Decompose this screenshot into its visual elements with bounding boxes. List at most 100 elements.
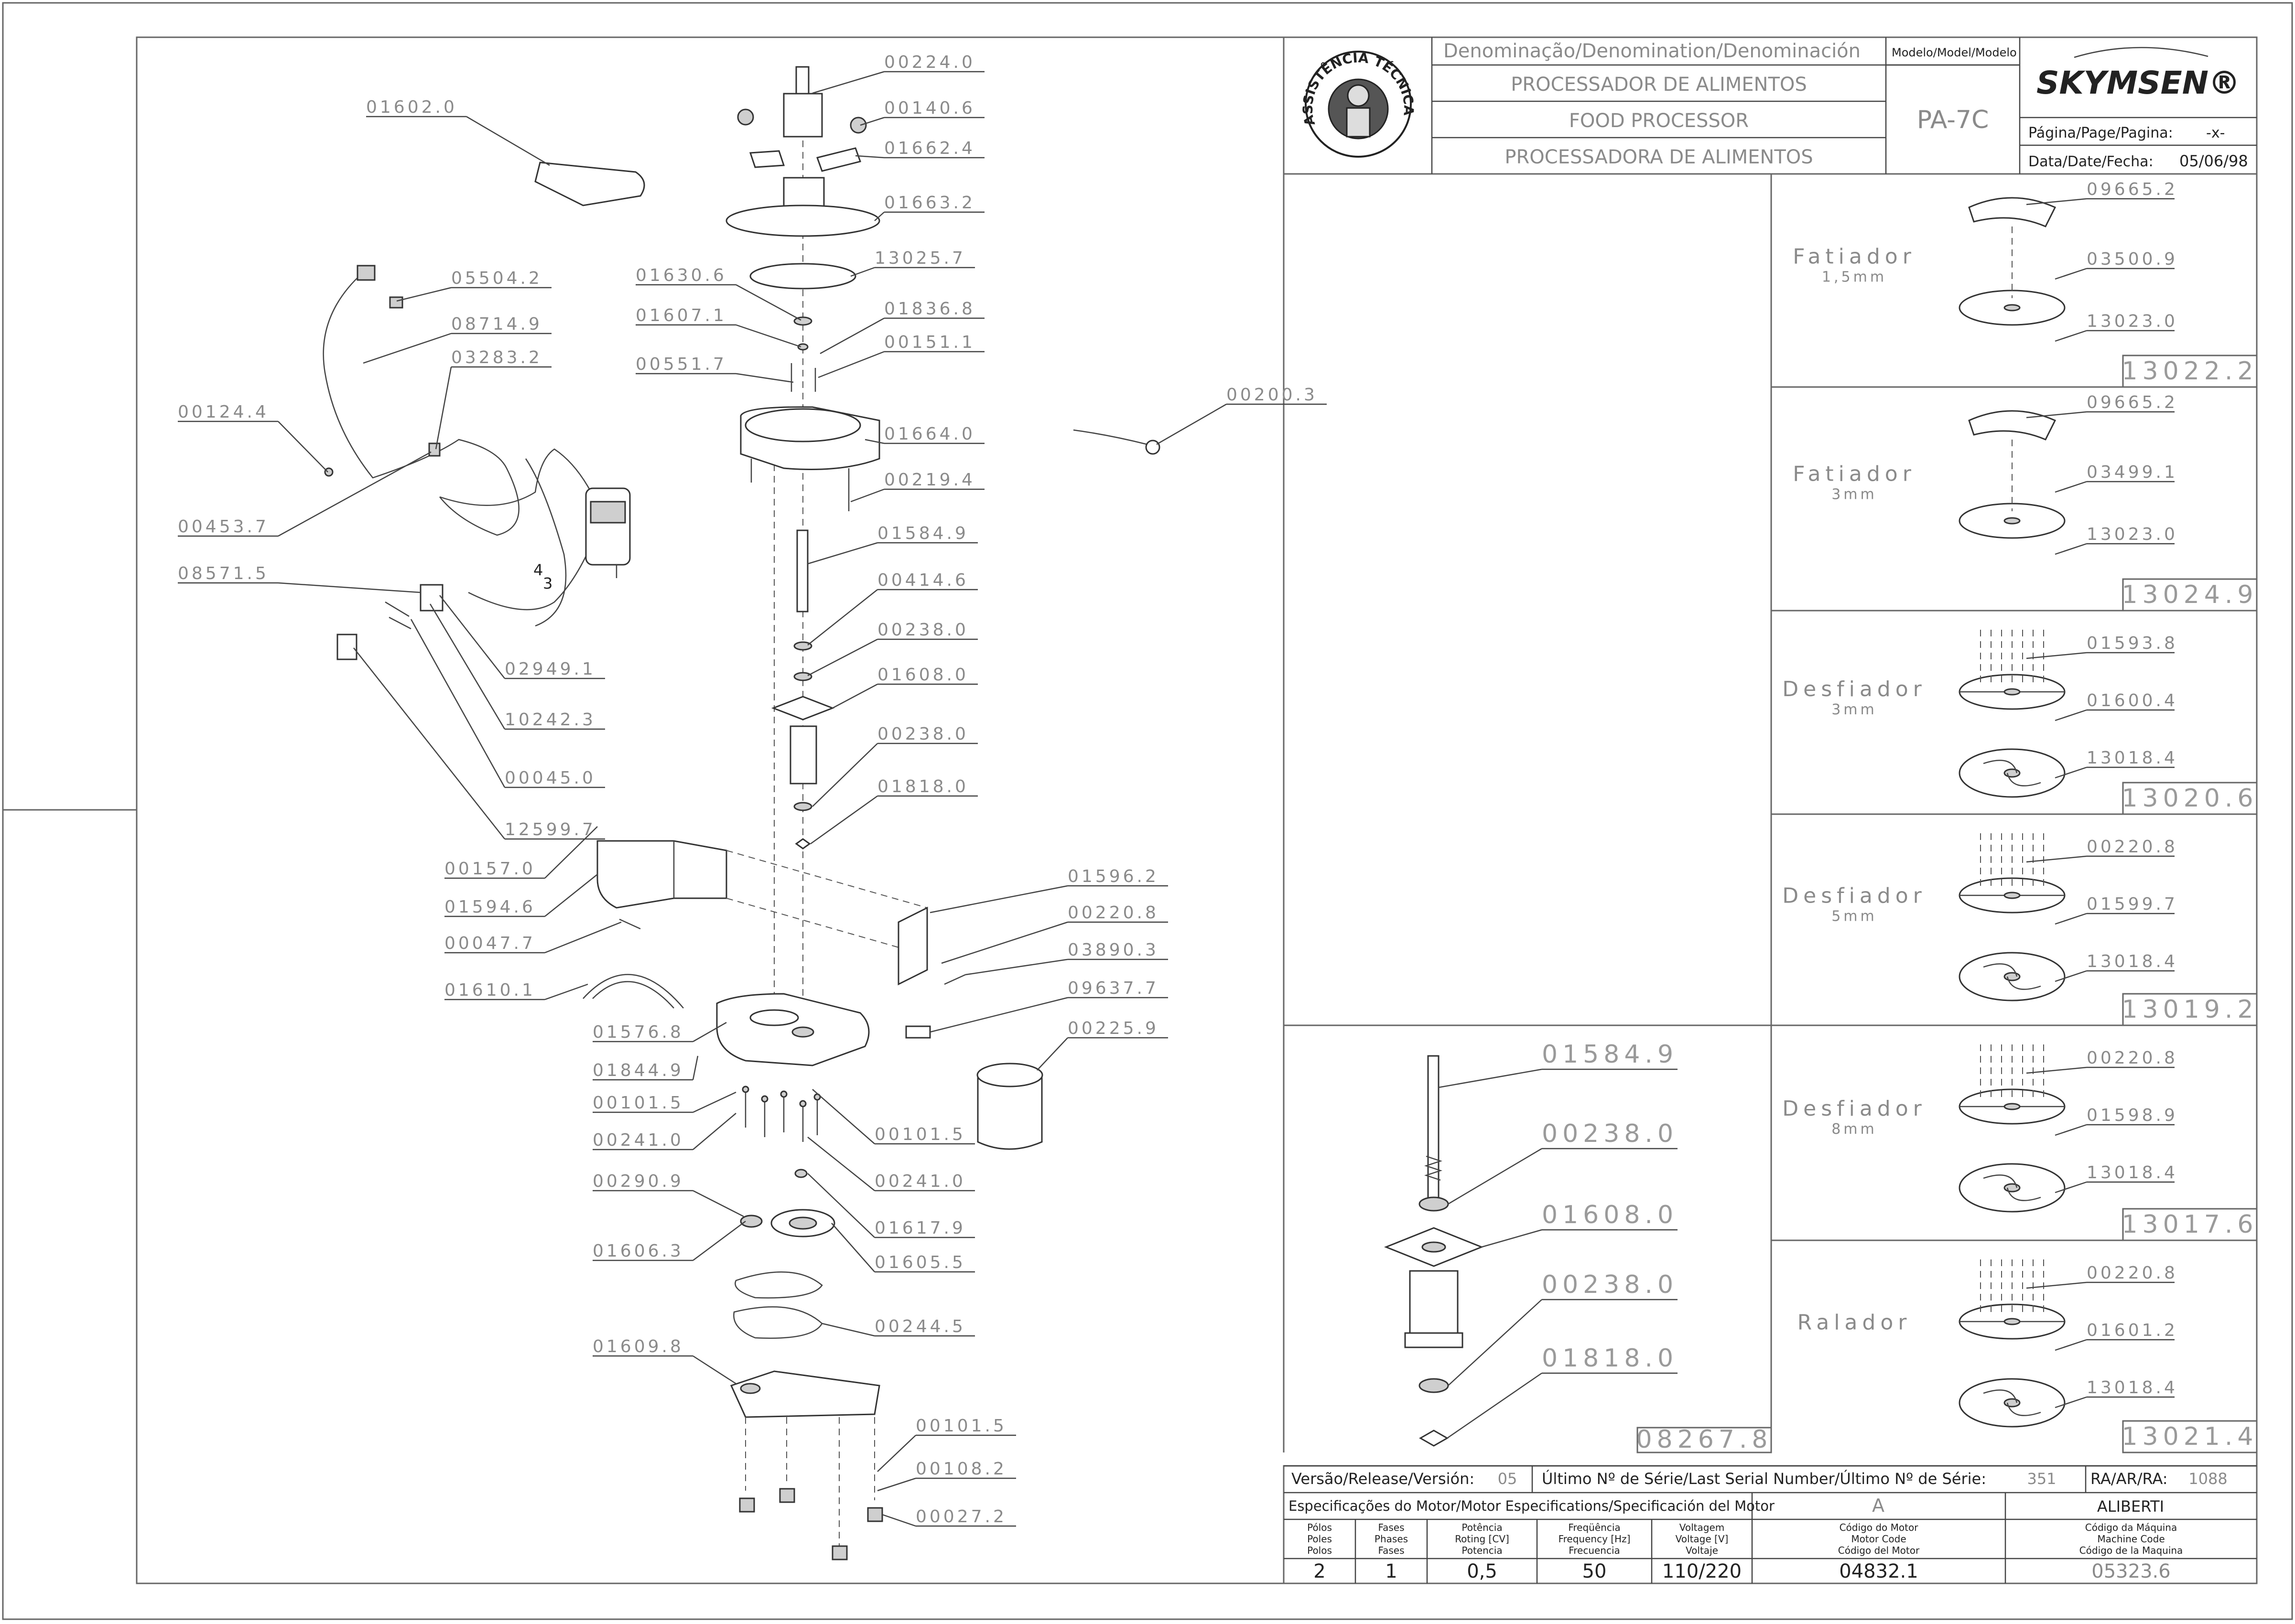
part-number: 00101.5: [593, 1093, 684, 1113]
part-callout-00244-5: 00244.5: [822, 1317, 975, 1337]
part-callout-01607-1: 01607.1: [636, 306, 801, 348]
part-number: 00414.6: [877, 570, 969, 590]
spec-value: 110/220: [1662, 1560, 1742, 1582]
part-number: 01630.6: [636, 266, 727, 285]
part-callout-12599-7: 12599.7: [353, 647, 605, 840]
spec-label: Voltaje: [1686, 1545, 1718, 1556]
part-number: 00101.5: [916, 1416, 1007, 1436]
power-plug: [357, 265, 376, 281]
spec-value: 1: [1385, 1560, 1397, 1582]
footer-table: Versão/Release/Versión: 05 Último Nº de …: [1283, 1465, 2258, 1584]
accessory-part-number: 01599.7: [2087, 894, 2178, 914]
accessory-part-number: 09665.2: [2087, 180, 2178, 199]
part-number: 00108.2: [916, 1459, 1007, 1479]
accessory-size: 5mm: [1831, 908, 1877, 925]
spec-label: Frecuencia: [1569, 1545, 1620, 1556]
part-number: 05504.2: [451, 269, 542, 288]
part-number: 00238.0: [877, 724, 969, 744]
spec-value: 50: [1582, 1560, 1607, 1582]
accessory-name: Fatiador: [1793, 244, 1916, 269]
accessory-size: 8mm: [1831, 1121, 1877, 1138]
bearing-housing: [771, 696, 835, 721]
accessory-size: 1,5mm: [1822, 269, 1887, 285]
spec-label: Poles: [1307, 1533, 1332, 1545]
accessory-part-number: 00220.8: [2087, 1263, 2178, 1283]
accessory-code: 13017.6: [2122, 1210, 2258, 1239]
part-callout-00101-5c: 00101.5: [877, 1416, 1016, 1472]
part-number: 01606.3: [593, 1241, 684, 1261]
part-number: 01662.4: [884, 139, 975, 158]
motor: [585, 487, 631, 566]
accessory-name: Ralador: [1797, 1310, 1912, 1334]
part-callout-13025-7: 13025.7: [850, 248, 975, 277]
part-callout-00101-5b: 00101.5: [812, 1089, 975, 1145]
part-number: 01610.1: [444, 980, 536, 1000]
part-number: 00244.5: [875, 1317, 966, 1336]
foot-4: [867, 1507, 883, 1522]
detail-callout: 01818.0: [1447, 1344, 1678, 1439]
accessory-part-number: 01593.8: [2087, 634, 2178, 653]
part-number: 03890.3: [1068, 940, 1159, 960]
part-callout-00241-0b: 00241.0: [807, 1137, 975, 1192]
part-callout-00241-0a: 00241.0: [593, 1113, 736, 1151]
part-number: 00241.0: [875, 1172, 966, 1191]
accessory-code-box: [2122, 993, 2258, 1026]
brand-logo: SKYMSEN®: [2036, 65, 2240, 101]
part-number: 01608.0: [877, 665, 969, 685]
part-number: 00027.2: [916, 1507, 1007, 1527]
accessory-code-box: [2122, 355, 2258, 388]
spec-label: Freqüência: [1568, 1522, 1620, 1533]
part-callout-03890-3: 03890.3: [965, 940, 1168, 976]
spec-label: Fases: [1378, 1545, 1404, 1556]
spec-label: Roting [CV]: [1455, 1533, 1509, 1545]
part-number: 01663.2: [884, 193, 975, 213]
part-number: 00225.9: [1068, 1019, 1159, 1038]
part-callout-00238-0a: 00238.0: [807, 620, 978, 677]
part-number: 00101.5: [875, 1125, 966, 1144]
part-callout-01602-0: 01602.0: [366, 97, 550, 166]
part-callout-00414-6: 00414.6: [807, 570, 978, 645]
accessory-part-number: 00220.8: [2087, 837, 2178, 857]
part-callout-10242-3: 10242.3: [429, 603, 605, 730]
part-callout-01836-8: 01836.8: [820, 299, 985, 355]
accessory-code: 13024.9: [2122, 581, 2258, 609]
part-callout-01662-4: 01662.4: [855, 139, 985, 159]
detail-part-number: 00238.0: [1542, 1119, 1678, 1148]
spec-label: Código da Máquina: [2085, 1522, 2177, 1533]
spec-label: Phases: [1375, 1533, 1408, 1545]
spec-label: Potencia: [1461, 1545, 1502, 1556]
part-number: 00124.4: [178, 402, 269, 422]
wire-tool: [1073, 429, 1148, 445]
ra-value: 1088: [2188, 1470, 2227, 1488]
detail-code: 08267.8: [1636, 1425, 1772, 1454]
top-pusher: [795, 66, 810, 97]
accessory-part-number: 13018.4: [2087, 1378, 2178, 1398]
detail-part-number: 00238.0: [1542, 1270, 1678, 1299]
spec-label: Machine Code: [2097, 1533, 2165, 1545]
part-callout-00151-1: 00151.1: [818, 333, 985, 378]
accessory-name: Desfiador: [1782, 884, 1927, 908]
product-name-es: PROCESSADORA DE ALIMENTOS: [1505, 146, 1813, 168]
blade-disc: [749, 263, 856, 290]
part-callout-01609-8: 01609.8: [593, 1337, 736, 1385]
accessory-code: 13020.6: [2122, 784, 2258, 813]
detail-callout: 00238.0: [1448, 1270, 1678, 1386]
chute-housing: [596, 840, 727, 909]
part-number: 00453.7: [178, 517, 269, 537]
motor-wire-4: 4: [533, 561, 543, 579]
part-number: 00238.0: [877, 620, 969, 640]
detail-panel: 08267.8 01584.900238.001608.000238.00181…: [1384, 1040, 1772, 1454]
part-callout-00225-9: 00225.9: [1037, 1019, 1168, 1071]
motor-wire-3: 3: [543, 574, 552, 592]
part-number: 00290.9: [593, 1172, 684, 1191]
part-number: 00200.3: [1226, 385, 1318, 405]
spec-label: Código de la Maquina: [2079, 1545, 2183, 1556]
ra-label: RA/AR/RA:: [2090, 1470, 2168, 1488]
